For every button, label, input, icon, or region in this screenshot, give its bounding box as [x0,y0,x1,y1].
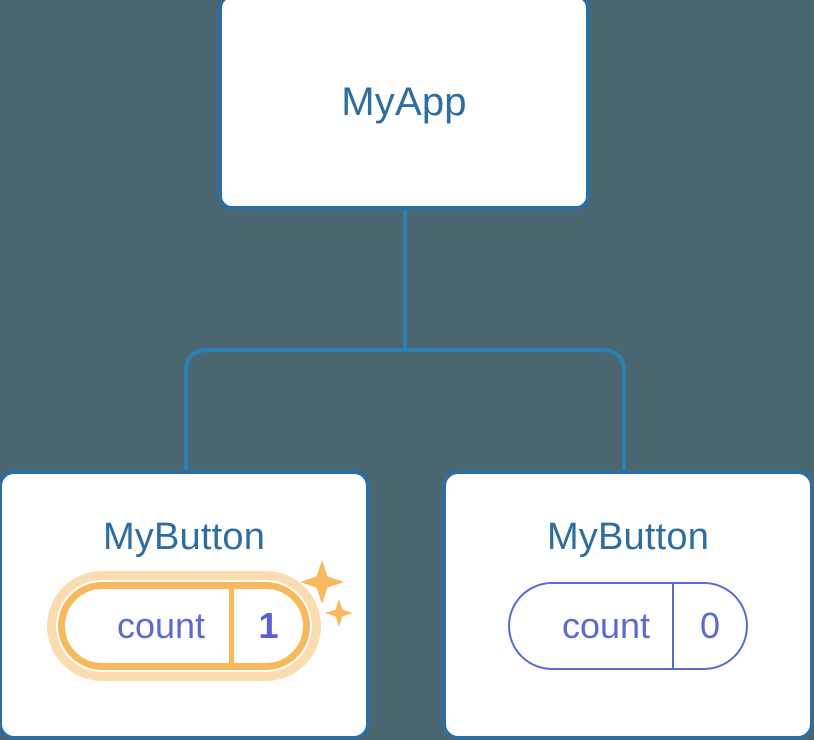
state-pill-key: count [116,605,206,646]
connector-children-bus [184,348,626,472]
node-myapp[interactable]: MyApp [218,0,590,210]
state-pill-value: 0 [672,584,746,668]
node-title: MyButton [546,516,710,558]
node-title: MyApp [341,80,467,124]
state-pill-value: 1 [229,589,303,663]
node-mybutton-left[interactable]: MyButton count 1 [0,470,370,740]
state-pill-count[interactable]: count 1 [57,582,311,670]
node-mybutton-right[interactable]: MyButton count 0 [442,470,814,740]
state-pill-wrapper-right: count 0 [507,582,749,670]
sparkle-small-icon [325,599,354,627]
node-title: MyButton [102,516,266,558]
state-pill-key: count [561,605,651,646]
state-pill-wrapper-left: count 1 [46,560,354,681]
sparkle-large-icon [300,560,345,604]
state-pill-count[interactable]: count 0 [507,582,749,670]
